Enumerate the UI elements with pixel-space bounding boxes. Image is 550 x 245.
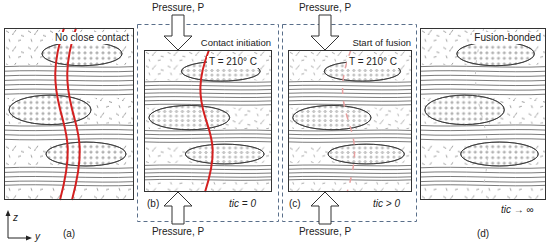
- laminate-panel: No close contact: [4, 28, 134, 200]
- laminate-panel: Contact initiationT = 210° C: [144, 50, 272, 192]
- stage-title: Start of fusion: [350, 37, 413, 49]
- time-label: tic → ∞: [500, 204, 535, 216]
- time-label: tic > 0: [372, 198, 401, 210]
- axis-label: y: [34, 231, 41, 243]
- pressure-label: Pressure, P: [298, 2, 352, 14]
- temperature-label: T = 210° C: [347, 56, 399, 68]
- panel-letter: (c): [288, 198, 302, 210]
- pressure-label: Pressure, P: [298, 226, 352, 238]
- stage-title: No close contact: [53, 32, 131, 44]
- pressure-label: Pressure, P: [151, 226, 205, 238]
- stage-title: Fusion-bonded: [472, 32, 543, 44]
- pressure-label: Pressure, P: [151, 2, 205, 14]
- stage-title: Contact initiation: [199, 37, 273, 49]
- time-label: tic = 0: [228, 198, 257, 210]
- panel-letter: (b): [146, 198, 160, 210]
- laminate-panel: Fusion-bonded: [420, 28, 546, 200]
- axis-label: z: [12, 212, 19, 224]
- laminate-panel: Start of fusionT = 210° C: [288, 50, 412, 192]
- temperature-label: T = 210° C: [207, 56, 259, 68]
- panel-letter: (d): [476, 228, 490, 240]
- panel-letter: (a): [62, 228, 76, 240]
